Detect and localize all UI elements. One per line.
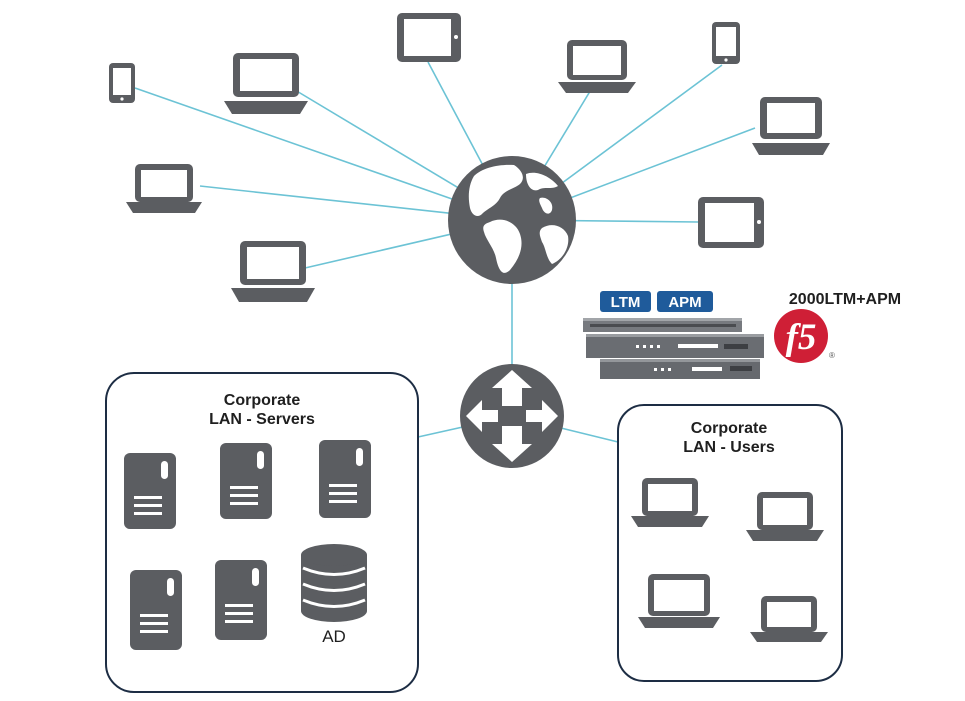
server-icon xyxy=(130,570,182,650)
connection-lines xyxy=(134,61,756,443)
tablet-icon xyxy=(397,13,461,62)
laptop-icon xyxy=(231,241,315,302)
devices xyxy=(109,13,830,302)
users-zone-label-2: LAN - Users xyxy=(683,439,775,456)
appliance-title: 2000LTM+APM xyxy=(789,291,901,308)
phone-icon xyxy=(712,22,740,64)
server-icon xyxy=(124,453,176,529)
f5-logo-mark: ® xyxy=(829,351,835,360)
globe-icon xyxy=(448,156,576,284)
server-icon xyxy=(319,440,371,518)
server-icon xyxy=(220,443,272,519)
tag-ltm xyxy=(600,291,651,312)
servers xyxy=(124,440,371,650)
f5-appliance-icon: LTM APM xyxy=(583,291,764,379)
laptop-icon xyxy=(750,596,828,642)
tag-apm xyxy=(657,291,713,312)
servers-zone-label-1: Corporate xyxy=(224,392,301,409)
database-icon xyxy=(301,544,367,622)
user-laptops xyxy=(631,478,828,642)
router-icon xyxy=(460,364,564,468)
phone-icon xyxy=(109,63,135,103)
laptop-icon xyxy=(558,40,636,93)
database-label: AD xyxy=(322,627,346,646)
servers-zone-label-2: LAN - Servers xyxy=(209,411,315,428)
laptop-icon xyxy=(746,492,824,541)
laptop-icon xyxy=(126,164,202,213)
tag-apm-label: APM xyxy=(668,294,701,311)
users-zone-label-1: Corporate xyxy=(691,420,768,437)
tablet-icon xyxy=(698,197,764,248)
laptop-icon xyxy=(638,574,720,628)
tag-ltm-label: LTM xyxy=(611,294,641,311)
link-phone-left xyxy=(134,87,513,221)
laptop-icon xyxy=(224,53,308,114)
server-icon xyxy=(215,560,267,640)
laptop-icon xyxy=(752,97,830,155)
laptop-icon xyxy=(631,478,709,527)
f5-logo-text: f5 xyxy=(786,317,817,358)
f5-logo-icon: f5 ® xyxy=(774,309,835,363)
